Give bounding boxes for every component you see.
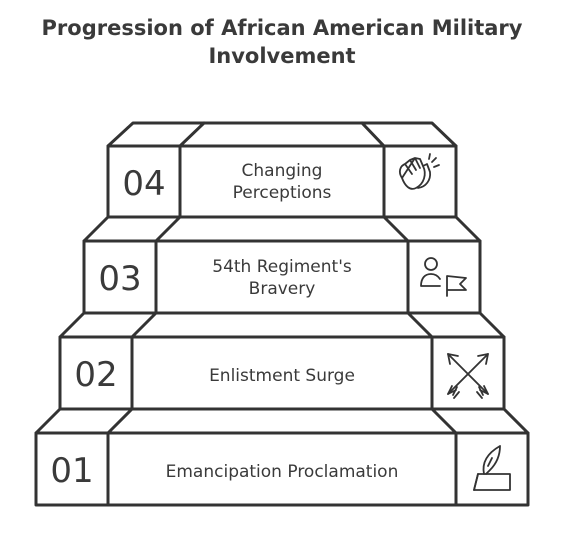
step-01-number: 01 <box>50 451 93 491</box>
step-01-label: Emancipation Proclamation <box>166 462 399 482</box>
step-04: 04 Changing Perceptions <box>106 121 458 219</box>
step-02-label: Enlistment Surge <box>209 366 355 386</box>
clapping-hands-icon <box>398 153 440 190</box>
person-flag-icon <box>420 257 467 297</box>
step-03-number: 03 <box>98 259 141 299</box>
step-02-top-face <box>58 311 506 339</box>
step-03-label-line-1: 54th Regiment's <box>212 257 352 277</box>
step-04-number: 04 <box>122 164 165 204</box>
step-04-label-line-2: Perceptions <box>233 183 332 203</box>
step-04-label-line-1: Changing <box>242 161 323 181</box>
step-02-number: 02 <box>74 355 117 395</box>
document-quill-icon <box>473 445 511 491</box>
diagram-title: Progression of African American Military… <box>0 14 564 70</box>
step-04-top-face <box>106 121 458 148</box>
title-line-1: Progression of African American Military <box>41 16 523 40</box>
step-01-front <box>34 431 530 507</box>
step-02: 02 Enlistment Surge <box>58 311 506 411</box>
crossed-arrows-icon <box>447 353 489 399</box>
step-03-front <box>82 239 482 315</box>
step-01: 01 Emancipation Proclamation <box>34 407 530 507</box>
step-03: 03 54th Regiment's Bravery <box>82 215 482 315</box>
step-03-label-line-2: Bravery <box>249 279 316 299</box>
title-line-2: Involvement <box>208 44 356 68</box>
step-03-top-face <box>82 215 482 243</box>
